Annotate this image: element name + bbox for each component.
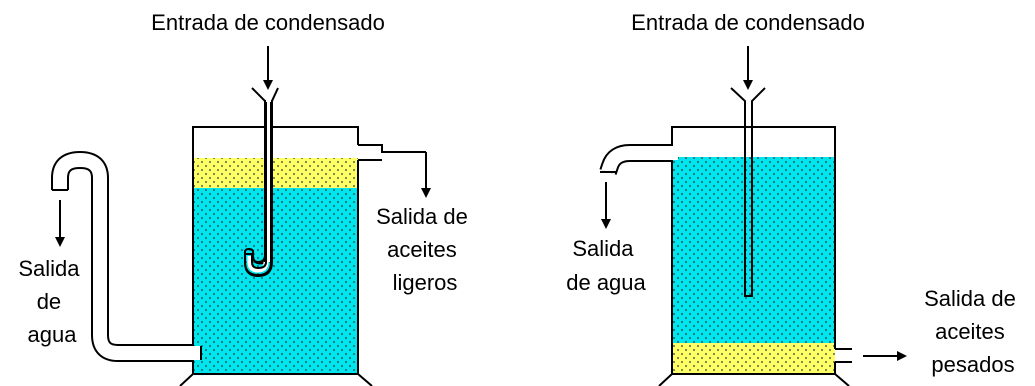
right-tank-outline (671, 126, 836, 374)
left-tank-outline (192, 126, 359, 374)
left-oil-layer (193, 158, 358, 188)
right-heavy-oil-label: Salida de aceites pesados (924, 286, 1022, 377)
left-light-oil-label: Salida de aceites ligeros (376, 204, 474, 295)
right-tank-base (658, 373, 850, 386)
left-inlet-label: Entrada de condensado (151, 10, 385, 35)
left-water-layer (193, 188, 358, 374)
right-decanter (599, 46, 907, 386)
right-water-layer (672, 157, 835, 343)
left-tank-base (179, 373, 373, 386)
left-decanter (51, 46, 431, 386)
right-inlet-funnel (730, 87, 766, 297)
right-oil-outlet-pipe (835, 348, 852, 363)
left-oil-outlet-pipe (358, 144, 426, 161)
right-oil-layer (672, 343, 835, 374)
right-water-label: Salida de agua (566, 236, 646, 295)
right-inlet-label: Entrada de condensado (631, 10, 865, 35)
left-water-label: Salida de agua (18, 256, 85, 347)
